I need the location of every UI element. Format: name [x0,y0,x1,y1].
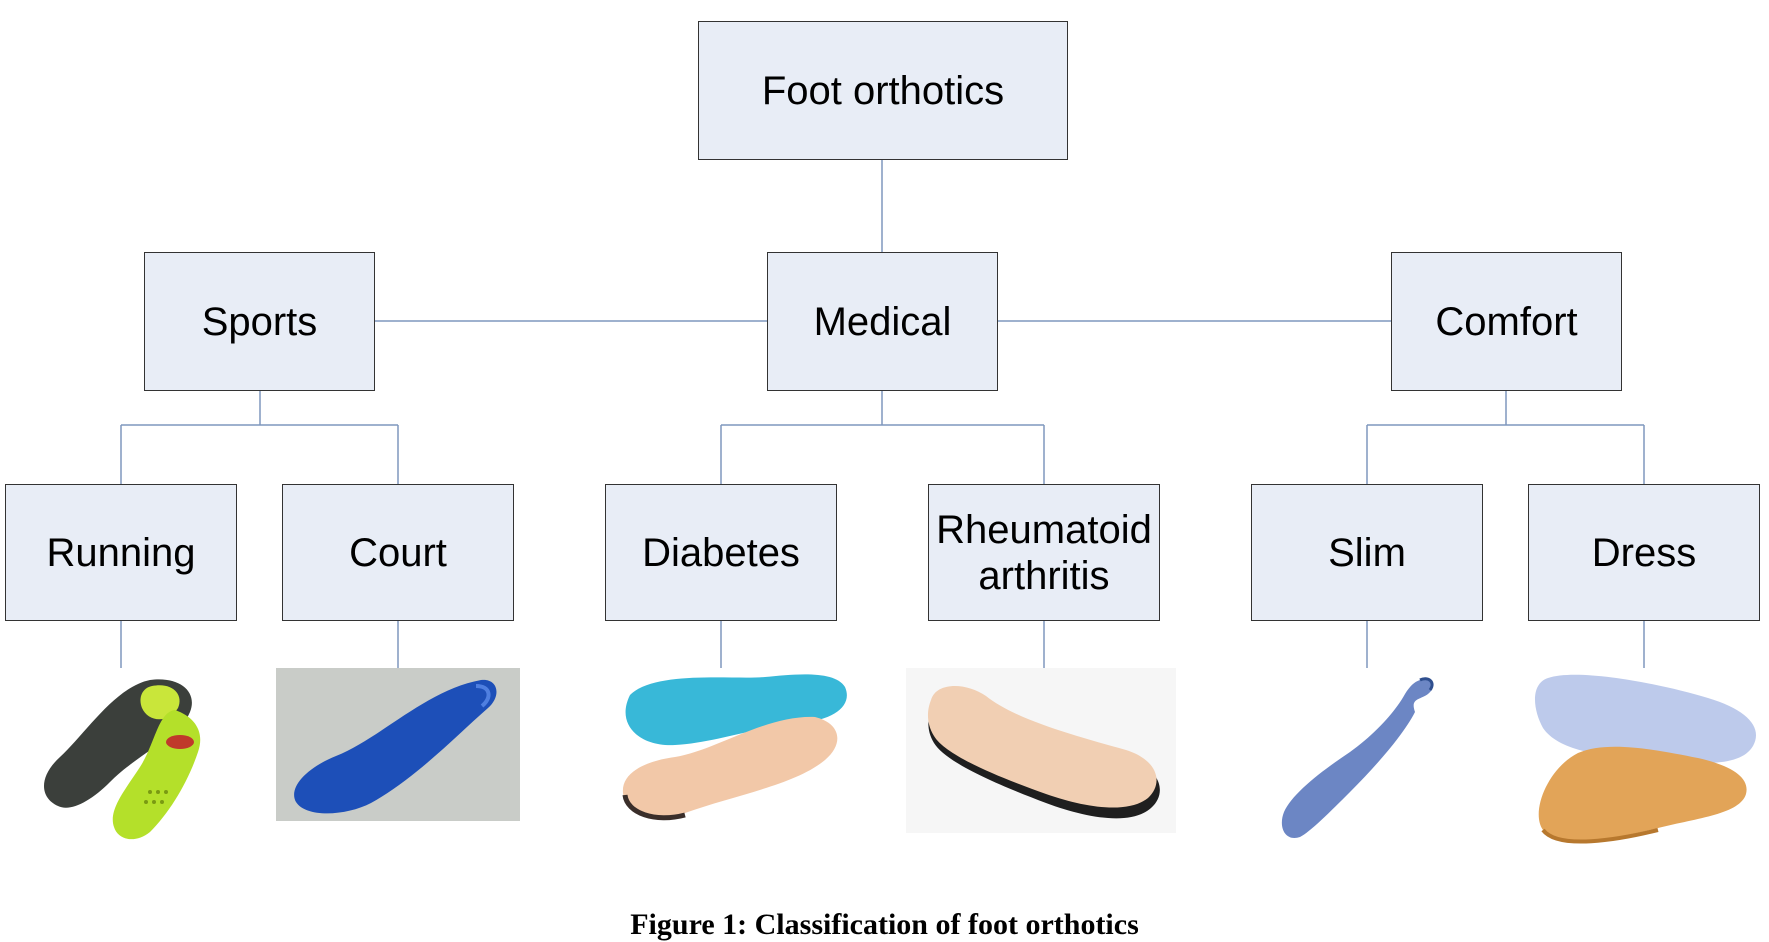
slim-insole-image [1281,677,1434,838]
leaf-node-slim: Slim [1251,484,1483,621]
leaf-node-dress: Dress [1528,484,1760,621]
dress-insoles-image [1534,674,1756,844]
category-node-medical: Medical [767,252,998,391]
diabetes-insoles-image [622,674,847,821]
court-insole-image [276,668,520,821]
category-node-sports: Sports [144,252,375,391]
category-node-comfort: Comfort [1391,252,1622,391]
leaf-node-court: Court [282,484,514,621]
running-insoles-image [44,679,201,840]
leaf-node-diabetes: Diabetes [605,484,837,621]
leaf-node-running: Running [5,484,237,621]
figure-caption: Figure 1: Classification of foot orthoti… [630,908,1139,941]
leaf-node-rheumatoid-arthritis: Rheumatoid arthritis [928,484,1160,621]
root-node: Foot orthotics [698,21,1068,160]
rheumatoid-insole-image [906,668,1176,833]
